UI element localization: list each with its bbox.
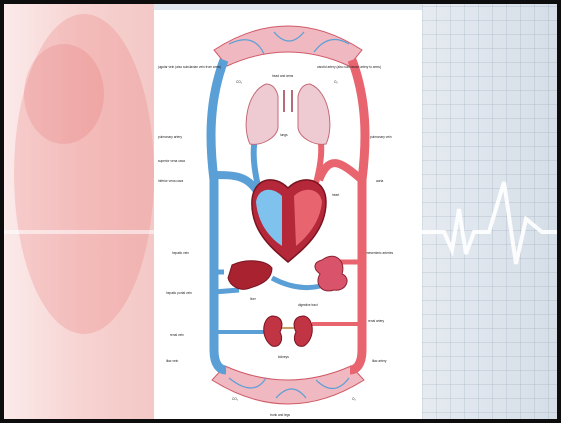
label-hepatic-portal-vein: hepatic portal vein	[166, 291, 192, 295]
label-co2-bottom: CO₂	[232, 397, 239, 401]
right-lung	[298, 84, 330, 144]
circulation-diagram: jugular vein (also subclavian vein from …	[154, 10, 422, 421]
background-heart-top	[24, 44, 104, 144]
label-lungs: lungs	[280, 133, 288, 137]
left-kidney	[264, 316, 282, 346]
right-kidney	[294, 316, 312, 346]
background-ecg-line-left	[4, 230, 154, 234]
left-lung	[246, 84, 278, 144]
label-hepatic-vein: hepatic vein	[172, 251, 189, 255]
label-mesenteric-arteries: mesenteric arteries	[366, 251, 394, 255]
superior-vena-cava-vessel	[214, 175, 259, 195]
vena-cava-vessel	[211, 60, 226, 370]
label-trunk-legs: trunk and legs	[270, 413, 290, 417]
circulation-diagram-panel: jugular vein (also subclavian vein from …	[154, 10, 422, 421]
label-digestive-tract: digestive tract	[298, 303, 318, 307]
label-pulmonary-artery: pulmonary artery	[158, 135, 182, 139]
label-head-arteries: carotid artery (also subclavian artery t…	[317, 65, 381, 69]
label-kidneys: kidneys	[278, 355, 289, 359]
trachea	[284, 90, 292, 112]
label-o2-bottom: O₂	[352, 397, 356, 401]
label-liver: liver	[250, 297, 257, 301]
label-head-veins: jugular vein (also subclavian vein from …	[157, 65, 221, 69]
label-renal-artery: renal artery	[368, 319, 385, 323]
head-capillary-bed	[214, 26, 362, 66]
aortic-arch-vessel	[319, 163, 362, 180]
ecg-trace	[422, 182, 561, 264]
label-co2-top: CO₂	[236, 80, 243, 84]
label-head-arms: head and arms	[272, 74, 294, 78]
label-o2-top: O₂	[334, 80, 338, 84]
label-iliac-vein: iliac vein	[166, 359, 178, 363]
liver-organ	[228, 261, 272, 290]
label-renal-vein: renal vein	[170, 333, 184, 337]
label-iliac-artery: iliac artery	[372, 359, 387, 363]
label-aorta: aorta	[376, 179, 383, 183]
label-pulmonary-vein: pulmonary vein	[370, 135, 392, 139]
label-heart: heart	[332, 193, 339, 197]
label-superior-vena-cava: superior vena cava	[158, 159, 185, 163]
label-inferior-vena-cava: inferior vena cava	[158, 179, 183, 183]
